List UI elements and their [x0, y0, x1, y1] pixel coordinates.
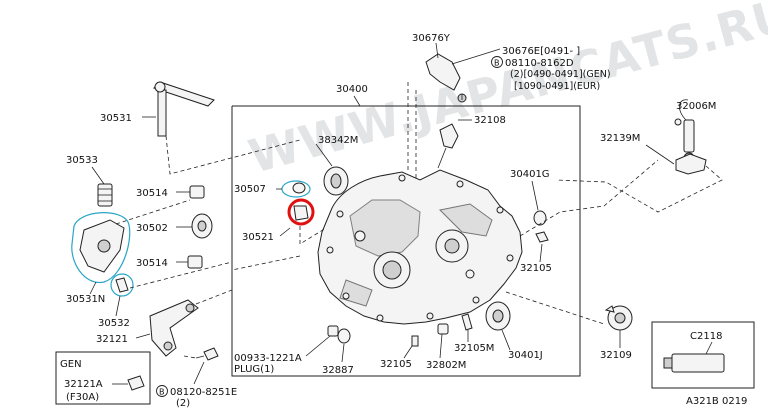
case-frame	[231, 105, 581, 377]
gen-inset-box: GEN 32121A (F30A)	[55, 351, 151, 405]
part-30532[interactable]	[115, 277, 129, 293]
circled-b-icon: B	[156, 385, 168, 397]
svg-text:B: B	[159, 388, 165, 397]
part-32139M[interactable]	[675, 153, 707, 175]
label-30531N: 30531N	[66, 294, 105, 305]
part-32108[interactable]	[437, 123, 459, 169]
label-30401J: 30401J	[508, 350, 543, 361]
label-30533: 30533	[66, 155, 98, 166]
label-32105-lower: 32105	[380, 359, 412, 370]
part-30514-upper[interactable]	[189, 185, 205, 199]
label-30676Y: 30676Y	[412, 33, 451, 44]
highlight-30531N-cyan	[71, 212, 131, 283]
label-08110-qty-gen: (2)[0490-0491](GEN)	[510, 69, 611, 80]
part-30533-spring[interactable]	[97, 183, 113, 207]
part-30401J-seal[interactable]	[485, 301, 511, 331]
label-30676E: 30676E[0491- ]	[502, 46, 580, 57]
part-32105-lower[interactable]	[411, 335, 419, 347]
gen-title: GEN	[60, 359, 82, 370]
label-30532: 30532	[98, 318, 130, 329]
label-30521: 30521	[242, 232, 274, 243]
part-32802M[interactable]	[437, 323, 449, 335]
label-08120-qty: (2)	[176, 398, 190, 409]
label-30400: 30400	[336, 84, 368, 95]
highlight-30521-red	[287, 198, 315, 226]
label-30531: 30531	[100, 113, 132, 124]
label-30401G: 30401G	[510, 169, 550, 180]
label-32139M: 32139M	[600, 133, 640, 144]
part-30521[interactable]	[293, 205, 309, 221]
part-30531N-fork[interactable]	[79, 199, 191, 273]
label-32121A-note: (F30A)	[66, 392, 99, 403]
diagram-code: A321B 0219	[686, 396, 747, 407]
part-32109-gear[interactable]	[604, 305, 633, 331]
label-00933-1221A: 00933-1221A	[234, 353, 302, 364]
label-30507: 30507	[234, 184, 266, 195]
part-00933-plug[interactable]	[327, 325, 339, 337]
label-38342M: 38342M	[318, 135, 358, 146]
label-32802M: 32802M	[426, 360, 466, 371]
label-00933-plug: PLUG(1)	[234, 364, 274, 375]
label-08120-8251E: 08120-8251E	[170, 387, 237, 398]
label-30514-upper: 30514	[136, 188, 168, 199]
label-30514-lower: 30514	[136, 258, 168, 269]
part-38342M-seal[interactable]	[323, 166, 349, 196]
label-08110-eur: [1090-0491](EUR)	[514, 81, 600, 92]
label-32121: 32121	[96, 334, 128, 345]
part-30531-shaft[interactable]	[153, 81, 215, 137]
part-32121-linkage[interactable]	[149, 299, 199, 357]
label-32108: 32108	[474, 115, 506, 126]
label-32105M: 32105M	[454, 343, 494, 354]
label-32121A: 32121A	[64, 379, 103, 390]
part-08120-bolt[interactable]	[195, 347, 219, 361]
part-32887[interactable]	[337, 328, 351, 344]
part-30507[interactable]	[292, 182, 306, 194]
label-32006M: 32006M	[676, 101, 716, 112]
transmission-case[interactable]	[317, 169, 523, 325]
part-32105-right[interactable]	[535, 231, 549, 243]
label-30502: 30502	[136, 223, 168, 234]
part-30502[interactable]	[191, 213, 213, 239]
circled-b-icon: B	[491, 56, 503, 68]
part-30514-lower[interactable]	[187, 255, 203, 269]
label-32105-right: 32105	[520, 263, 552, 274]
c2118-inset-box: C2118	[651, 321, 755, 389]
part-32105M[interactable]	[461, 313, 473, 331]
label-32109: 32109	[600, 350, 632, 361]
highlight-30532-cyan	[110, 273, 134, 297]
svg-text:B: B	[494, 59, 500, 68]
label-32887: 32887	[322, 365, 354, 376]
part-30401G[interactable]	[533, 210, 547, 226]
label-08110-8162D: 08110-8162D	[505, 58, 574, 69]
label-C2118: C2118	[690, 331, 722, 342]
